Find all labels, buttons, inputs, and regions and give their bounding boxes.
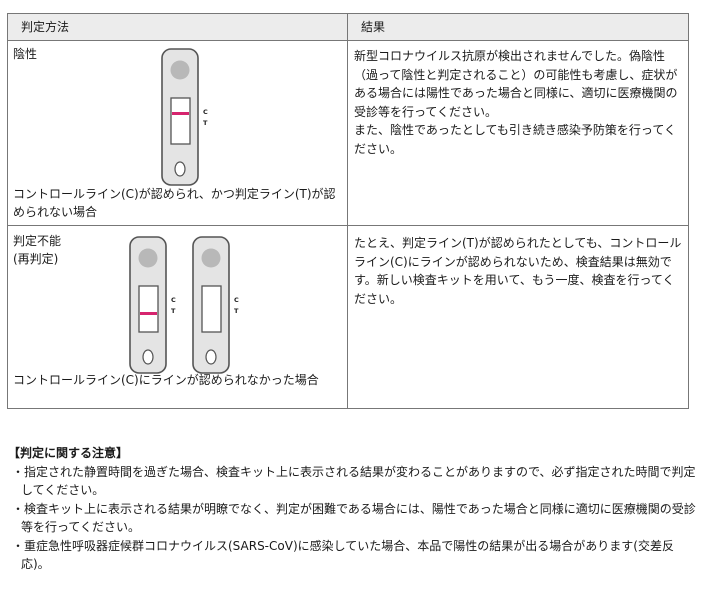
invalid2-c-mark: C xyxy=(234,296,239,304)
judgement-notes: 【判定に関する注意】 ・指定された静置時間を過ぎた場合、検査キット上に表示される… xyxy=(8,444,698,574)
column-divider xyxy=(347,14,348,408)
negative-c-mark: C xyxy=(203,108,208,116)
negative-result-text: 新型コロナウイルス抗原が検出されませんでした。偽陰性（過って陰性と判定されること… xyxy=(354,49,678,156)
table-header: 判定方法 結果 xyxy=(8,14,688,41)
notes-title: 【判定に関する注意】 xyxy=(8,446,129,460)
invalid-caption: コントロールライン(C)にラインが認められなかった場合 xyxy=(13,373,319,387)
invalid-result-text: たとえ、判定ライン(T)が認められたとしても、コントロールライン(C)にラインが… xyxy=(354,236,682,306)
negative-t-mark: T xyxy=(203,119,208,127)
negative-test-device: C T xyxy=(161,48,208,186)
note-item: ・検査キット上に表示される結果が明瞭でなく、判定が困難である場合には、陽性であっ… xyxy=(12,501,696,535)
invalid1-c-mark: C xyxy=(171,296,176,304)
negative-control-line xyxy=(172,112,189,115)
judgement-table: 判定方法 結果 陰性 C T コントロールライン(C)が認められ、かつ判定ライン… xyxy=(7,13,689,409)
invalid-test-line xyxy=(140,312,157,315)
invalid1-t-mark: T xyxy=(171,307,176,315)
note-item: ・指定された静置時間を過ぎた場合、検査キット上に表示される結果が変わることがあり… xyxy=(12,464,696,498)
method-header: 判定方法 xyxy=(21,20,70,34)
row-divider xyxy=(8,225,688,226)
invalid-label: 判定不能 (再判定) xyxy=(13,234,62,266)
negative-label: 陰性 xyxy=(13,47,38,61)
note-item: ・重症急性呼吸器症候群コロナウイルス(SARS-CoV)に感染していた場合、本品… xyxy=(12,538,674,572)
invalid2-t-mark: T xyxy=(234,307,239,315)
negative-caption: コントロールライン(C)が認められ、かつ判定ライン(T)が認められない場合 xyxy=(13,187,336,219)
invalid-test-device-2: C T xyxy=(192,236,239,374)
invalid-test-device-1: C T xyxy=(129,236,176,374)
result-header: 結果 xyxy=(361,20,386,34)
